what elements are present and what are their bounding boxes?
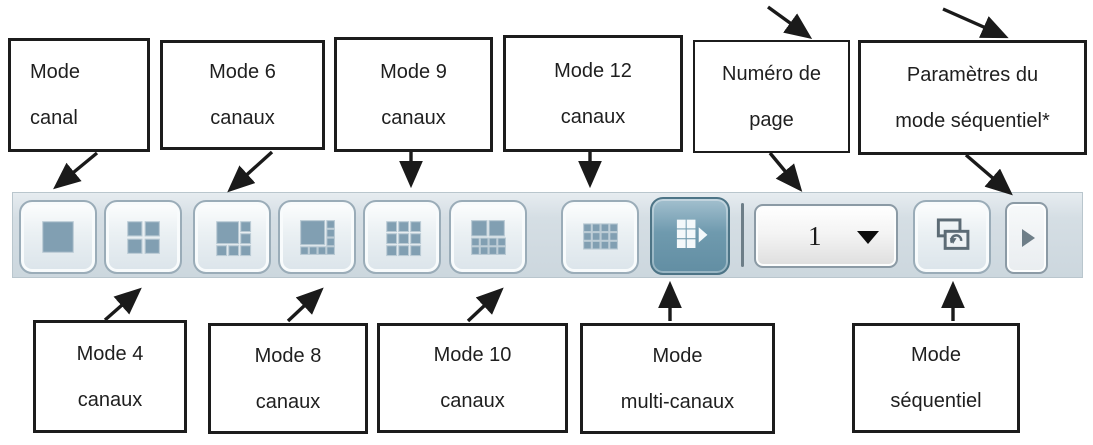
grid-4-icon	[127, 221, 160, 254]
four-channel-mode-button[interactable]	[104, 200, 182, 274]
arrow-parametres	[964, 153, 1013, 196]
caret-down-icon	[857, 231, 879, 244]
label-mode-canal: Mode canal	[8, 38, 150, 152]
label-line: Mode 10	[433, 344, 512, 366]
label-line: séquentiel	[890, 390, 982, 412]
label-line: Mode 6	[209, 61, 276, 83]
label-line: Mode	[652, 344, 703, 367]
single-channel-mode-button[interactable]	[19, 200, 97, 274]
arrow-mode-4	[103, 287, 142, 322]
grid-12-icon	[583, 223, 618, 250]
label-line: canaux	[210, 107, 275, 129]
label-line: canaux	[440, 390, 505, 412]
label-numero-de-page: Numéro de page	[693, 40, 850, 153]
arrow-into-numero-box	[767, 5, 813, 39]
nine-channel-mode-button[interactable]	[363, 200, 441, 274]
grid-6-icon	[216, 221, 252, 257]
page-number-value: 1	[808, 220, 822, 251]
label-line: Paramètres du	[906, 63, 1039, 86]
label-line: Mode	[910, 344, 962, 366]
arrow-mode-8	[286, 287, 324, 323]
label-mode-12-canaux: Mode 12 canaux	[503, 35, 683, 152]
label-line: Mode 8	[254, 344, 322, 367]
arrow-numero-page	[768, 151, 803, 192]
label-line: canal	[30, 107, 78, 129]
grid-9-icon	[386, 221, 422, 257]
label-line: canaux	[381, 106, 446, 129]
label-mode-sequentiel: Mode séquentiel	[852, 323, 1020, 433]
display-mode-toolbar: 1	[12, 192, 1083, 278]
twelve-channel-mode-button[interactable]	[561, 200, 639, 274]
label-line: Mode 12	[554, 59, 632, 82]
arrow-into-parametres-box	[942, 7, 1009, 39]
label-mode-8-canaux: Mode 8 canaux	[208, 323, 368, 434]
multi-channel-mode-button[interactable]	[650, 197, 730, 275]
label-parametres-mode-sequentiel: Paramètres du mode séquentiel*	[858, 40, 1087, 155]
multi-channel-grid-icon	[676, 219, 708, 248]
sequential-mode-icon	[936, 218, 970, 250]
grid-10-icon	[471, 220, 506, 255]
label-line: page	[749, 108, 794, 131]
label-line: canaux	[560, 105, 626, 128]
grid-8-icon	[300, 220, 335, 255]
label-line: canaux	[255, 390, 321, 413]
sequential-mode-button[interactable]	[913, 200, 991, 274]
label-line: Mode 4	[76, 342, 144, 365]
play-arrow-icon	[1021, 229, 1035, 247]
label-line: Mode	[30, 61, 81, 83]
label-line: mode séquentiel*	[895, 109, 1050, 132]
label-line: canaux	[77, 388, 143, 411]
label-mode-9-canaux: Mode 9 canaux	[334, 37, 493, 152]
toolbar-separator	[741, 203, 744, 267]
ten-channel-mode-button[interactable]	[449, 200, 527, 274]
label-line: multi-canaux	[620, 390, 735, 413]
arrow-mode-10	[466, 287, 504, 323]
label-mode-10-canaux: Mode 10 canaux	[377, 323, 568, 433]
grid-1-icon	[42, 221, 74, 253]
arrow-mode-6	[227, 150, 274, 193]
sequential-settings-button[interactable]	[1005, 202, 1048, 274]
eight-channel-mode-button[interactable]	[278, 200, 356, 274]
six-channel-mode-button[interactable]	[193, 200, 271, 274]
label-mode-6-canaux: Mode 6 canaux	[160, 40, 325, 150]
label-mode-4-canaux: Mode 4 canaux	[33, 320, 187, 433]
page-number-dropdown[interactable]: 1	[754, 204, 898, 268]
label-line: Numéro de	[722, 62, 821, 85]
label-line: Mode 9	[380, 60, 447, 83]
label-mode-multi-canaux: Mode multi-canaux	[580, 323, 775, 434]
arrow-mode-canal	[53, 151, 99, 190]
